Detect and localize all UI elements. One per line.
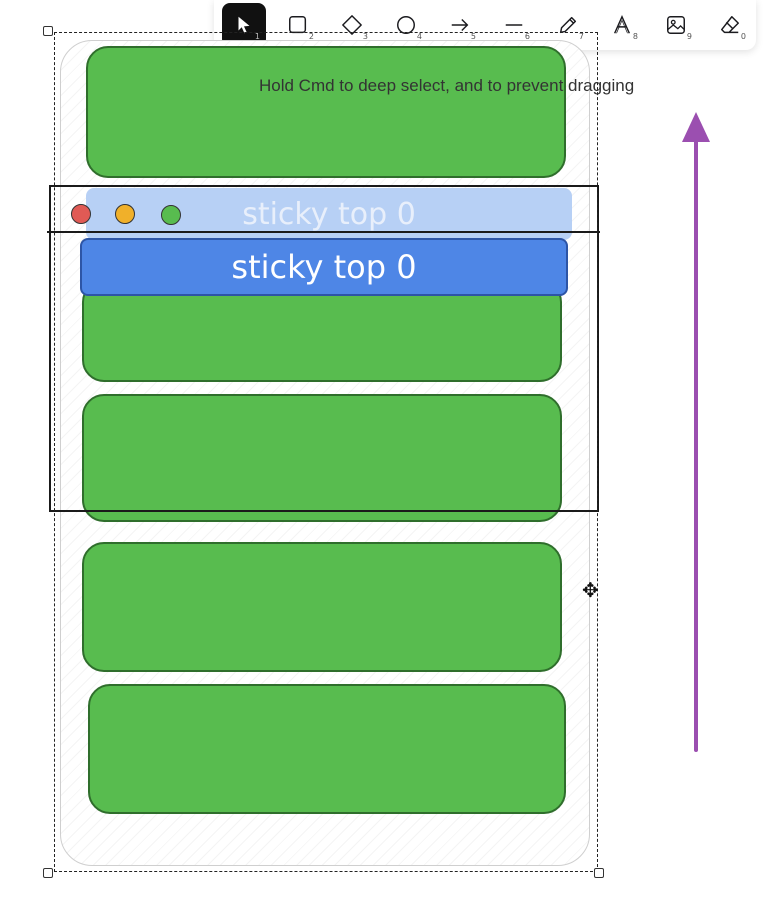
tool-image[interactable]: 9 <box>654 3 698 47</box>
ellipse-icon <box>397 16 415 34</box>
tool-text[interactable]: 8 <box>600 3 644 47</box>
tool-eraser[interactable]: 0 <box>708 3 752 47</box>
tool-arrow[interactable]: 5 <box>438 3 482 47</box>
tool-diamond[interactable]: 3 <box>330 3 374 47</box>
resize-handle-top-left[interactable] <box>43 26 53 36</box>
tool-key: 2 <box>308 32 314 41</box>
window-minimize-dot <box>115 204 135 224</box>
tool-key: 3 <box>362 32 368 41</box>
eraser-icon <box>721 16 739 34</box>
tool-ellipse[interactable]: 4 <box>384 3 428 47</box>
resize-handle-bottom-left[interactable] <box>43 868 53 878</box>
resize-handle-bottom-right[interactable] <box>594 868 604 878</box>
green-block-5[interactable] <box>88 684 566 814</box>
arrow-icon <box>451 18 469 32</box>
green-block-1[interactable] <box>86 46 566 178</box>
green-block-3[interactable] <box>82 394 562 522</box>
text-icon <box>613 14 631 34</box>
selection-frame <box>54 32 598 872</box>
scroll-up-arrow <box>682 112 710 752</box>
window-maximize-dot <box>161 205 181 225</box>
tool-selection[interactable]: 1 <box>222 3 266 47</box>
pointer-icon <box>238 16 250 34</box>
line-icon <box>505 24 523 26</box>
tool-key: 4 <box>416 32 422 41</box>
hint-text: Hold Cmd to deep select, and to prevent … <box>259 76 635 95</box>
green-block-4[interactable] <box>82 542 562 672</box>
diamond-icon <box>342 15 362 35</box>
tool-key: 8 <box>632 32 638 41</box>
tool-draw[interactable]: 7 <box>546 3 590 47</box>
image-icon <box>667 16 685 34</box>
tool-line[interactable]: 6 <box>492 3 536 47</box>
tool-key: 6 <box>524 32 530 41</box>
sticky-header[interactable]: sticky top 0 <box>80 238 568 296</box>
window-close-dot <box>71 204 91 224</box>
tool-key: 5 <box>470 32 476 41</box>
tool-key: 0 <box>740 32 746 41</box>
browser-viewport-frame[interactable] <box>49 185 599 512</box>
pencil-icon <box>559 16 577 34</box>
green-block-2[interactable] <box>82 280 562 382</box>
tool-key: 1 <box>254 32 260 41</box>
tool-key: 9 <box>686 32 692 41</box>
move-cursor-icon: ✥ <box>582 578 599 602</box>
browser-title-bar-divider <box>47 231 600 233</box>
tool-key: 7 <box>578 32 584 41</box>
